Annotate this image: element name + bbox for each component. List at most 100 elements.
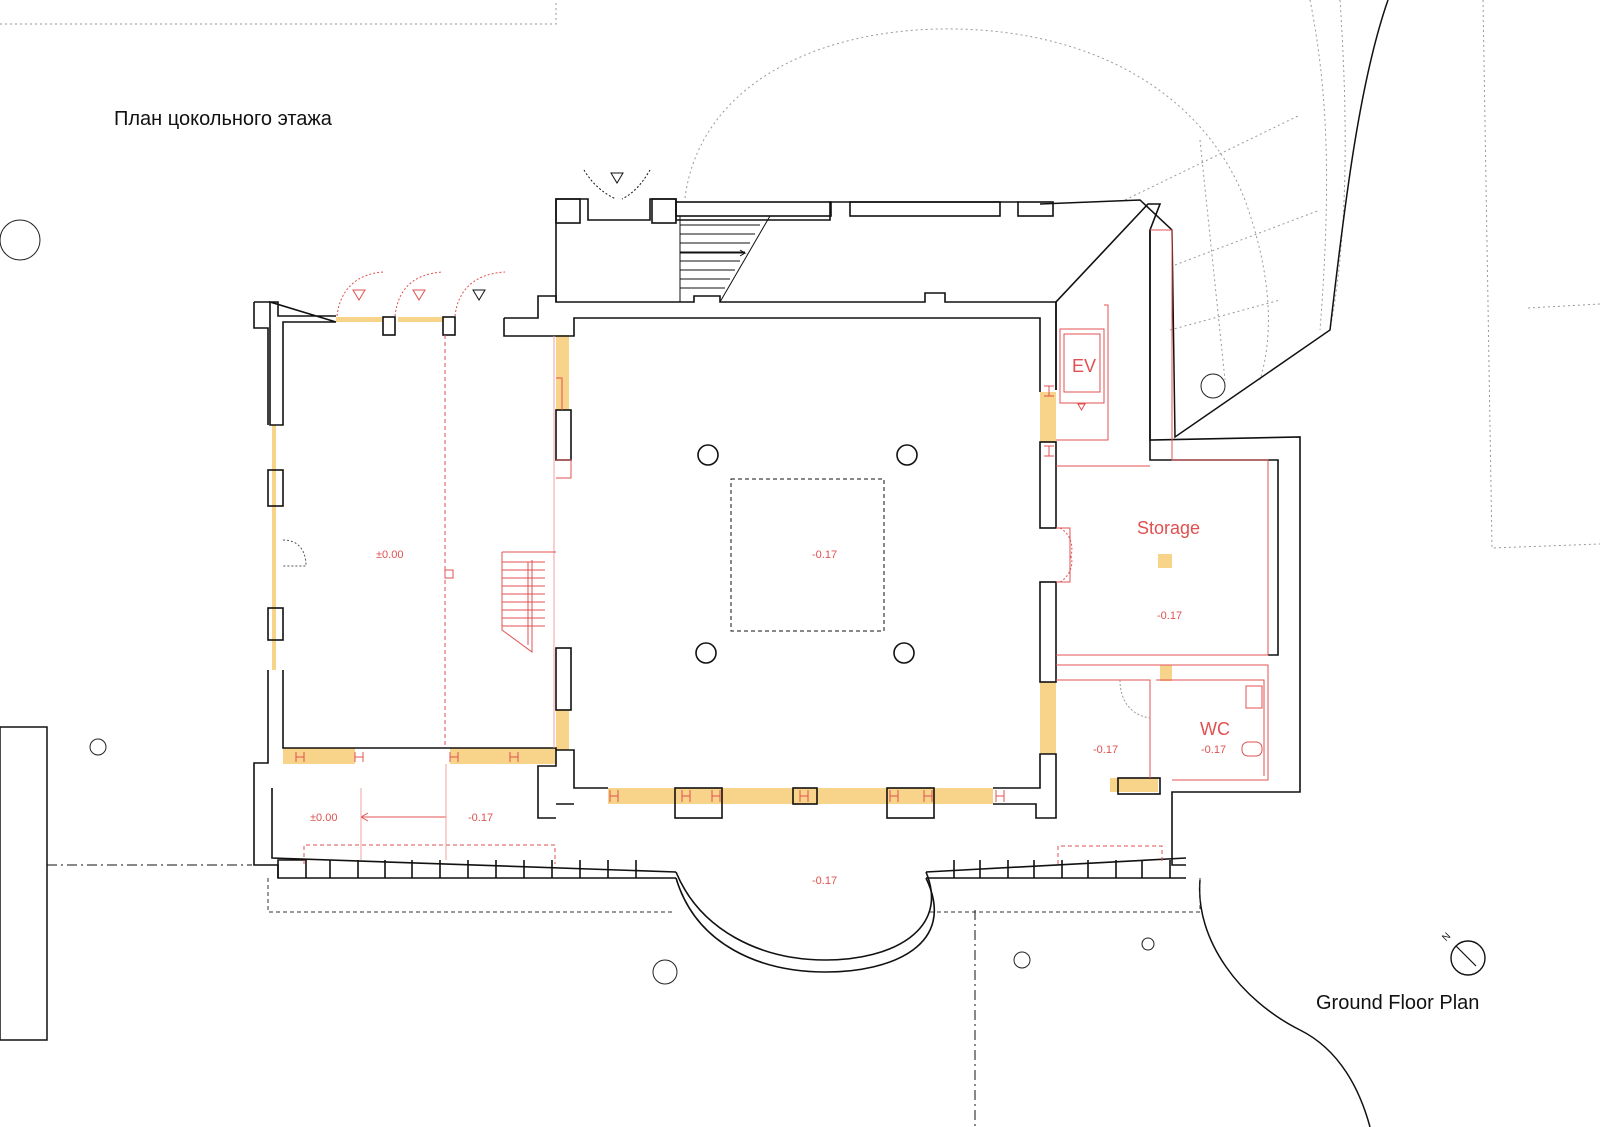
wall-pier bbox=[792, 787, 818, 805]
wall-pier bbox=[674, 787, 723, 819]
entry-marker bbox=[610, 172, 624, 184]
ghost-line-4 bbox=[1309, 0, 1328, 331]
walls bbox=[253, 198, 1301, 973]
level-terrace-west: ±0.00 bbox=[310, 812, 337, 824]
north-stair bbox=[583, 169, 771, 303]
wall-segment bbox=[556, 749, 608, 805]
facade-east-top bbox=[925, 857, 1187, 873]
column-circle bbox=[697, 444, 719, 466]
tree-circle bbox=[1141, 937, 1155, 951]
ghost-arc-top bbox=[684, 28, 1269, 381]
tree-circle bbox=[89, 738, 107, 756]
highlight-door bbox=[336, 317, 382, 322]
h-markers bbox=[295, 752, 519, 762]
wall-column bbox=[555, 198, 581, 224]
level-storage: -0.17 bbox=[1157, 610, 1182, 622]
wall-north bbox=[504, 292, 1057, 390]
storage-outline bbox=[1056, 229, 1269, 656]
column-circle bbox=[896, 444, 918, 466]
wall-pier bbox=[555, 647, 572, 711]
wall-north-inner bbox=[503, 317, 1041, 392]
stair-treads bbox=[502, 561, 545, 627]
ghost-line-6 bbox=[1199, 139, 1226, 381]
highlight-wall bbox=[1160, 665, 1172, 681]
wall-annex-north bbox=[555, 198, 1018, 302]
apse-outer bbox=[675, 877, 936, 973]
column-circle bbox=[695, 642, 717, 664]
labels: EV Storage WC ±0.00 -0.17 -0.17 -0.17 -0… bbox=[310, 356, 1230, 887]
wall-segment bbox=[271, 788, 677, 873]
facade-buttresses-west bbox=[277, 859, 637, 878]
wall-east-outer bbox=[1149, 230, 1301, 866]
annotations-red bbox=[295, 229, 1269, 864]
apse-inner bbox=[675, 871, 933, 961]
wall-pier bbox=[1039, 581, 1057, 683]
wall-column bbox=[651, 198, 677, 224]
elevator-outline bbox=[1059, 328, 1105, 404]
door-swing bbox=[282, 539, 307, 567]
stair-arrow bbox=[680, 249, 747, 257]
outer-boundary-line bbox=[1039, 0, 1389, 439]
level-main-hall: -0.17 bbox=[812, 549, 837, 561]
wall-pier bbox=[267, 469, 284, 507]
facade-buttresses-east bbox=[926, 860, 1186, 879]
highlight-window bbox=[272, 425, 276, 670]
level-west-hall: ±0.00 bbox=[376, 549, 403, 561]
central-hall bbox=[695, 444, 918, 664]
ghost-line-2 bbox=[1174, 209, 1321, 266]
elevator-marker bbox=[1077, 403, 1086, 411]
wall-segment bbox=[993, 753, 1057, 819]
neighbor-building bbox=[0, 726, 48, 1041]
compass-circle bbox=[1450, 940, 1486, 976]
h-markers bbox=[1044, 385, 1054, 457]
room-label-storage: Storage bbox=[1137, 518, 1200, 538]
site-boundary-top bbox=[0, 0, 557, 25]
ghost-box-right bbox=[1527, 303, 1600, 309]
highlight-wall bbox=[1110, 778, 1158, 792]
tree-circle bbox=[1200, 373, 1226, 399]
ghost-boundary-right bbox=[1482, 0, 1600, 549]
terrace-edge bbox=[267, 878, 1201, 913]
wall-pier bbox=[382, 316, 396, 336]
stair-treads bbox=[679, 215, 771, 303]
outer-curve-bottom bbox=[1198, 879, 1371, 1127]
column-circle bbox=[893, 642, 915, 664]
void-above bbox=[730, 478, 885, 632]
tree-circle bbox=[0, 219, 41, 261]
door-swing bbox=[1119, 679, 1151, 719]
room-label-ev: EV bbox=[1072, 356, 1096, 376]
door-swing bbox=[1059, 527, 1073, 583]
wall-pier bbox=[1039, 441, 1057, 529]
wall-pier bbox=[267, 607, 284, 641]
plan-title-english: Ground Floor Plan bbox=[1316, 992, 1480, 1014]
washbasin bbox=[1245, 685, 1263, 709]
tree-circle bbox=[652, 959, 678, 985]
level-apse: -0.17 bbox=[812, 875, 837, 887]
compass-label: N bbox=[1440, 931, 1453, 944]
highlight-wall bbox=[556, 335, 569, 410]
wall-pier bbox=[886, 787, 935, 819]
ghost-line-5 bbox=[1329, 0, 1346, 331]
door-swing bbox=[583, 169, 651, 200]
bench-outline bbox=[303, 844, 556, 864]
site-context bbox=[0, 0, 1600, 549]
highlight-door bbox=[398, 317, 443, 322]
wall-segment bbox=[675, 201, 832, 217]
ghost-line-1 bbox=[1124, 114, 1301, 201]
highlight-marker bbox=[1158, 554, 1172, 568]
door-frame bbox=[1056, 527, 1071, 583]
trees bbox=[0, 219, 1226, 985]
door-swing bbox=[336, 271, 506, 317]
highlight-wall bbox=[1040, 392, 1056, 442]
plan-title-russian: План цокольного этажа bbox=[114, 108, 332, 130]
level-terrace-mid: -0.17 bbox=[468, 812, 493, 824]
highlight-wall bbox=[1040, 682, 1056, 754]
bench-outline bbox=[1057, 845, 1163, 864]
ghost-line-3 bbox=[1169, 299, 1281, 331]
north-arrow: N bbox=[1440, 931, 1486, 976]
highlight-wall bbox=[283, 748, 355, 764]
wall-outline bbox=[556, 377, 572, 479]
interior-stair bbox=[501, 551, 556, 653]
toilet bbox=[1241, 741, 1263, 757]
